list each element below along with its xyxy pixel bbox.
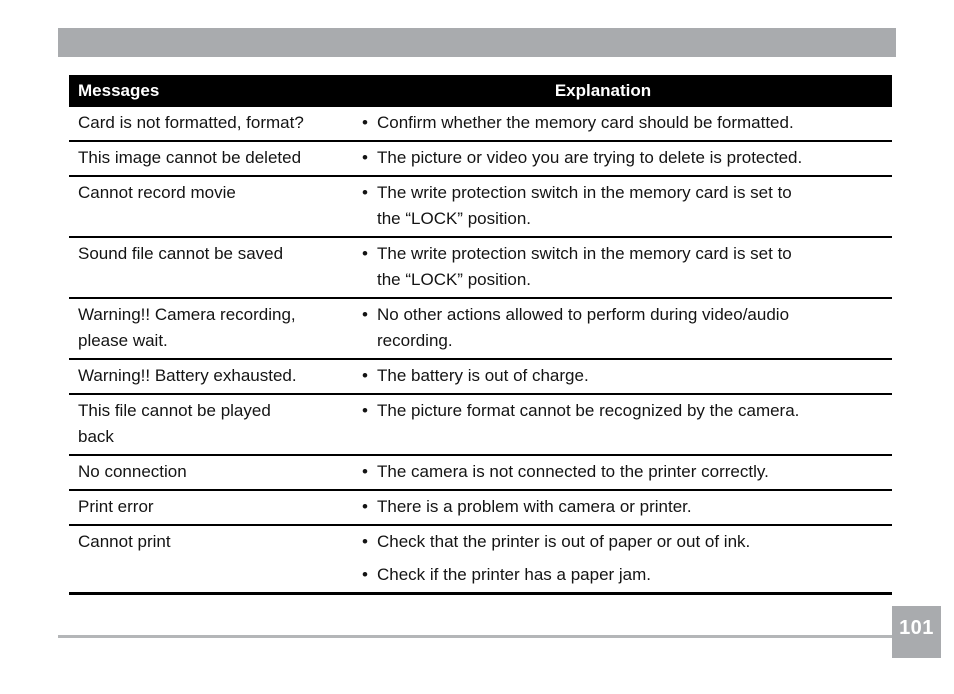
bullet-icon: • [362,532,368,551]
explanation-bullet: • There is a problem with camera or print… [362,494,888,520]
explanation-cell: • The picture or video you are trying to … [358,145,892,171]
bullet-text: The picture or video you are trying to d… [377,145,802,171]
bullet-text: The write protection switch in the memor… [377,180,792,232]
bullet-icon: • [362,497,368,516]
message-line: Cannot record movie [78,183,236,202]
message-cell: Cannot print [69,529,358,588]
column-header-explanation: Explanation [554,81,652,100]
explanation-cell: • The write protection switch in the memo… [358,241,892,293]
explanation-line: Confirm whether the memory card should b… [377,113,794,132]
explanation-line: No other actions allowed to perform duri… [377,305,790,324]
explanation-bullet: • No other actions allowed to perform dur… [362,302,888,354]
bullet-icon: • [362,305,368,324]
table-header-row: Messages Explanation [69,75,892,107]
table-row: Warning!! Battery exhausted. • The battery… [69,360,892,395]
message-cell: Warning!! Camera recording, please wait. [69,302,358,354]
explanation-line: The battery is out of charge. [377,366,589,385]
bullet-text: Check if the printer has a paper jam. [377,562,651,588]
explanation-bullet: • The write protection switch in the memo… [362,180,888,232]
explanation-cell: • The write protection switch in the memo… [358,180,892,232]
message-line: Sound file cannot be saved [78,244,284,263]
table-row: This file cannot be played back • The pictu… [69,395,892,456]
top-gray-bar [58,28,896,57]
table-row: Card is not formatted, format? • Confirm w… [69,107,892,142]
message-line: back [78,427,114,446]
message-line: Warning!! Battery exhausted. [78,366,297,385]
bullet-text: The camera is not connected to the print… [377,459,769,485]
message-cell: This file cannot be played back [69,398,358,450]
message-line: This image cannot be deleted [78,148,302,167]
table-row: Cannot print • Check that the printer is o… [69,526,892,595]
bullet-text: The picture format cannot be recognized … [377,398,799,424]
bullet-text: Confirm whether the memory card should b… [377,110,794,136]
table-row: This image cannot be deleted • The picture… [69,142,892,177]
explanation-line: The write protection switch in the memor… [377,183,792,202]
message-cell: Sound file cannot be saved [69,241,358,293]
explanation-cell: • The camera is not connected to the prin… [358,459,892,485]
messages-table-body: Card is not formatted, format? • Confirm w… [69,107,892,595]
explanation-line: The picture format cannot be recognized … [377,401,800,420]
message-cell: Card is not formatted, format? [69,110,358,136]
explanation-bullet: • Confirm whether the memory card should … [362,110,888,136]
page-number: 101 [899,617,934,639]
message-line: No connection [78,462,187,481]
message-cell: Warning!! Battery exhausted. [69,363,358,389]
message-line: Cannot print [78,532,171,551]
table-row: Cannot record movie • The write protection… [69,177,892,238]
message-line: Warning!! Camera recording, [78,305,296,324]
bullet-icon: • [362,366,368,385]
bullet-text: The battery is out of charge. [377,363,589,389]
explanation-cell: • The picture format cannot be recognized… [358,398,892,450]
page-number-box: 101 [892,606,941,658]
bullet-icon: • [362,462,368,481]
explanation-bullet: • The battery is out of charge. [362,363,888,389]
bullet-icon: • [362,401,368,420]
message-line: Card is not formatted, format? [78,113,304,132]
explanation-cell: • No other actions allowed to perform dur… [358,302,892,354]
bullet-icon: • [362,565,368,584]
column-header-messages: Messages [78,81,160,100]
explanation-line: The camera is not connected to the print… [377,462,769,481]
bullet-text: Check that the printer is out of paper o… [377,529,750,555]
explanation-line: Check if the printer has a paper jam. [377,565,652,584]
messages-table: Messages Explanation Card is not formatt… [69,75,892,595]
explanation-bullet: • The write protection switch in the memo… [362,241,888,293]
bullet-icon: • [362,148,368,167]
explanation-cell: • The battery is out of charge. [358,363,892,389]
explanation-bullet: • The camera is not connected to the prin… [362,459,888,485]
message-cell: Print error [69,494,358,520]
table-row: Warning!! Camera recording, please wait. •… [69,299,892,360]
explanation-line: the “LOCK” position. [377,209,532,228]
explanation-cell: • There is a problem with camera or print… [358,494,892,520]
message-cell: Cannot record movie [69,180,358,232]
message-cell: No connection [69,459,358,485]
explanation-line: recording. [377,331,453,350]
explanation-bullet: • Check if the printer has a paper jam. [362,562,888,588]
explanation-bullet: • The picture format cannot be recognized… [362,398,888,424]
bullet-text: There is a problem with camera or printe… [377,494,692,520]
table-row: No connection • The camera is not connecte… [69,456,892,491]
bullet-icon: • [362,244,368,263]
explanation-bullet: • The picture or video you are trying to … [362,145,888,171]
bullet-icon: • [362,183,368,202]
message-cell: This image cannot be deleted [69,145,358,171]
message-line: Print error [78,497,154,516]
explanation-line: the “LOCK” position. [377,270,532,289]
explanation-cell: • Check that the printer is out of paper … [358,529,892,588]
message-line: please wait. [78,331,168,350]
bullet-text: No other actions allowed to perform duri… [377,302,789,354]
explanation-line: There is a problem with camera or printe… [377,497,692,516]
bullet-text: The write protection switch in the memor… [377,241,792,293]
table-row: Sound file cannot be saved • The write pro… [69,238,892,299]
footer-divider-line [58,635,892,638]
explanation-cell: • Confirm whether the memory card should … [358,110,892,136]
message-line: This file cannot be played [78,401,271,420]
bullet-icon: • [362,113,368,132]
explanation-line: The write protection switch in the memor… [377,244,792,263]
explanation-line: Check that the printer is out of paper o… [377,532,751,551]
table-row: Print error • There is a problem with came… [69,491,892,526]
explanation-bullet: • Check that the printer is out of paper … [362,529,888,555]
explanation-line: The picture or video you are trying to d… [377,148,803,167]
